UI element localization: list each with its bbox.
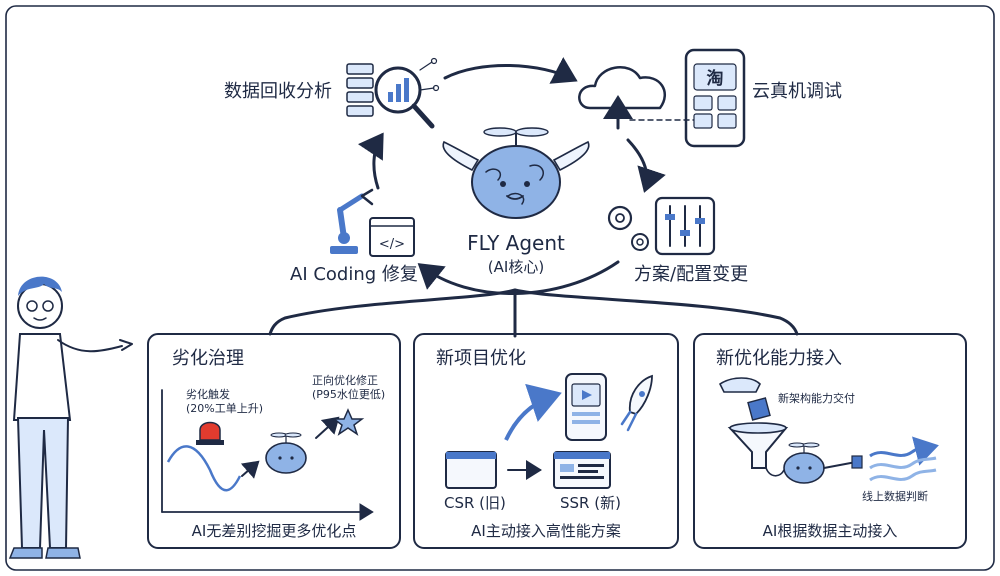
- gear-icon: [607, 205, 649, 251]
- panel-1-up-arrow: [315, 416, 340, 439]
- arrow-fix-to-analysis: [357, 132, 384, 190]
- panel-3-note-online: 线上数据判断: [862, 489, 928, 503]
- rocket-icon: [620, 374, 653, 432]
- panel-3-note-delivery: 新架构能力交付: [778, 391, 855, 405]
- data-wave-icon: [869, 436, 939, 482]
- step-data-analysis-label: 数据回收分析: [224, 81, 332, 102]
- panel-1-title: 劣化治理: [172, 348, 244, 369]
- panel-3-title: 新优化能力接入: [716, 348, 842, 369]
- robot-arm-icon: [330, 188, 374, 254]
- outer-frame: [5, 5, 995, 571]
- mini-brain-icon: [265, 432, 307, 474]
- panel-new-project: [413, 333, 679, 549]
- center-title: FLY Agent: [467, 231, 565, 255]
- panel-1-trend-line: [166, 445, 242, 492]
- step-cloud-debug-label: 云真机调试: [752, 81, 842, 102]
- csr-window-icon: [445, 451, 497, 489]
- star-icon: [331, 408, 365, 436]
- panel-1-trend-arrow: [240, 460, 260, 479]
- sliders-icon: [654, 196, 716, 256]
- alarm-siren-icon: [196, 421, 224, 445]
- plug-icon: [851, 455, 863, 469]
- ssr-window-icon: [553, 451, 611, 489]
- data-analysis-icon: [346, 57, 440, 129]
- brain-mascot-icon: [442, 127, 590, 219]
- ssr-label: SSR (新): [560, 494, 621, 512]
- branch-left: [268, 288, 517, 336]
- branch-right: [513, 288, 799, 336]
- arrow-analysis-to-cloud: [443, 57, 578, 84]
- panel-new-capability: [693, 333, 967, 549]
- plug-cable: [823, 461, 857, 469]
- panel-degradation: [147, 333, 401, 549]
- video-phone-icon: [565, 373, 607, 441]
- phone-icon: [684, 48, 746, 148]
- svg-text:</>: </>: [379, 237, 405, 252]
- step-ai-fix-label: AI Coding 修复: [290, 264, 418, 285]
- panel-3-footer: AI根据数据主动接入: [763, 522, 898, 540]
- arrow-cloud-to-config: [626, 138, 666, 193]
- upgrade-arrow: [504, 383, 562, 441]
- panel-2-title: 新项目优化: [436, 348, 526, 369]
- panel-1-note-correct: 正向优化修正(P95水位更低): [312, 373, 385, 401]
- hand-block-icon: [718, 377, 771, 421]
- cloud-icon: [578, 66, 666, 130]
- person-figure: [8, 276, 133, 559]
- step-config-change-label: 方案/配置变更: [634, 264, 748, 285]
- funnel-icon: [727, 422, 789, 469]
- center-subtitle: (AI核心): [488, 258, 544, 276]
- code-window-icon: </>: [369, 217, 415, 257]
- panel-2-footer: AI主动接入高性能方案: [471, 522, 621, 540]
- funnel-pipe: [765, 467, 785, 477]
- panel-1-note-trigger: 劣化触发(20%工单上升): [186, 387, 263, 415]
- panel-1-footer: AI无差别挖掘更多优化点: [192, 522, 357, 540]
- mini-brain-icon-2: [783, 442, 825, 484]
- csr-label: CSR (旧): [444, 494, 506, 512]
- phone-badge: 淘: [707, 68, 724, 89]
